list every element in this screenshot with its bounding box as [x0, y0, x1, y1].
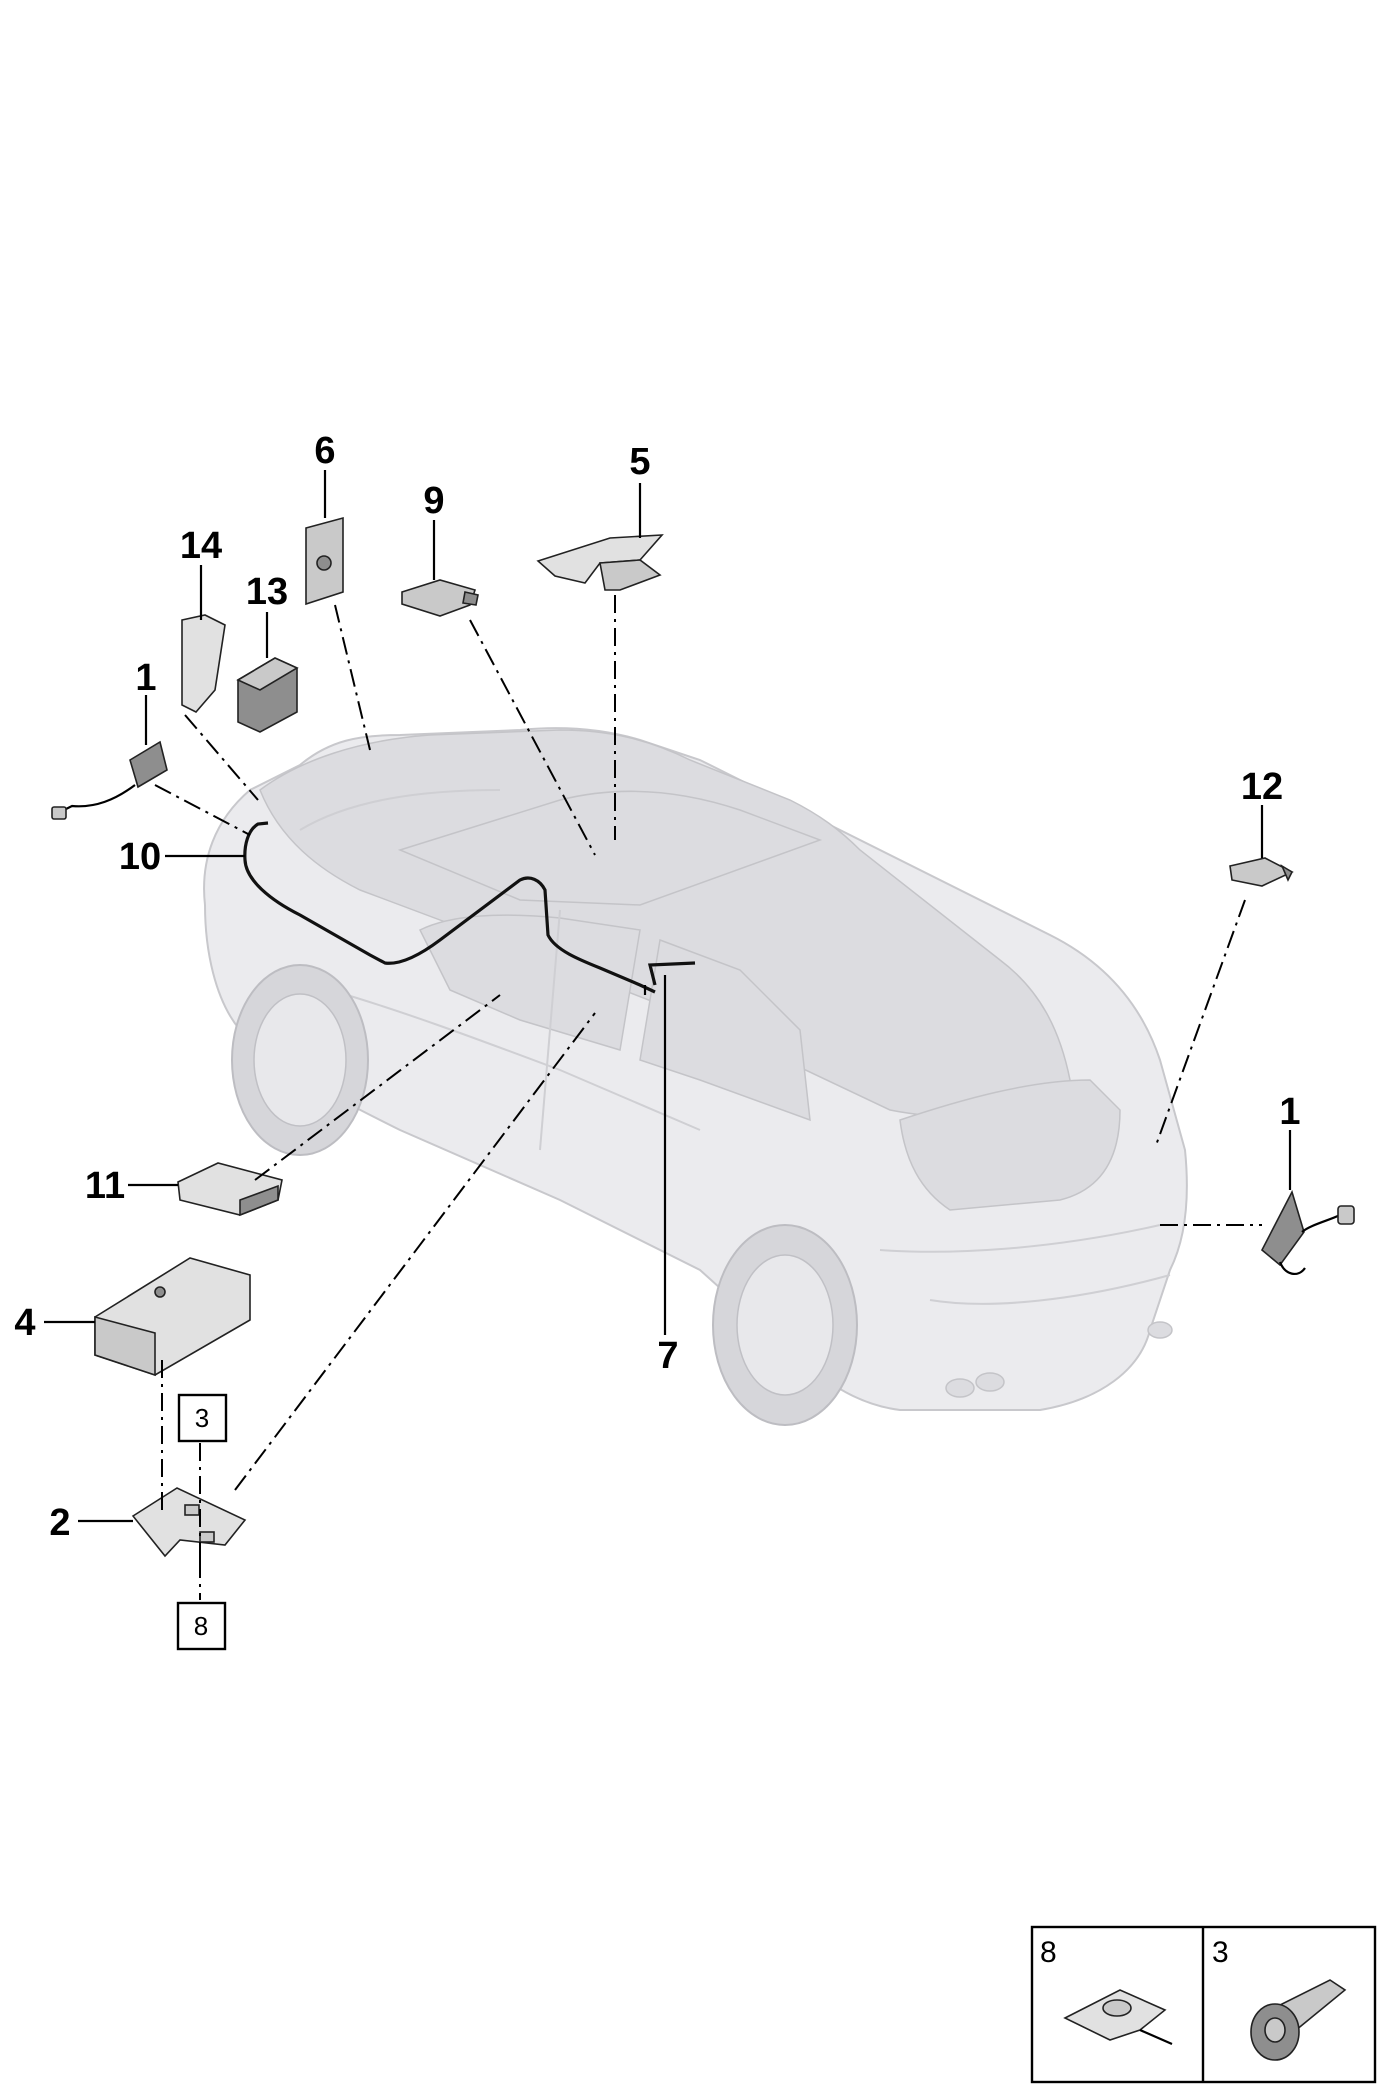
part-11-module	[177, 1162, 283, 1217]
part-14-bracket	[181, 614, 226, 713]
part-9-module	[401, 579, 479, 617]
speed-nut-icon	[1063, 1989, 1173, 2046]
callout-12: 12	[1241, 766, 1283, 808]
ref-box-8: 8	[176, 1601, 227, 1651]
svg-text:8: 8	[194, 1611, 208, 1641]
callout-1-rear: 1	[1279, 1091, 1300, 1133]
callout-10: 10	[119, 836, 161, 878]
part-5-bracket	[536, 534, 664, 591]
callout-9: 9	[423, 480, 444, 522]
callout-11: 11	[85, 1165, 125, 1207]
part-6-antenna-plate	[305, 516, 344, 606]
callout-4: 4	[14, 1302, 35, 1344]
callout-2: 2	[49, 1502, 70, 1544]
assembly-paths	[154, 595, 1262, 1600]
callout-5: 5	[629, 441, 650, 483]
callout-7: 7	[657, 1335, 678, 1377]
harness-branch	[647, 961, 696, 986]
callout-1-front: 1	[135, 657, 156, 699]
fastener-legend: 8 3	[1030, 1925, 1377, 2084]
leader-lines	[44, 470, 1292, 1523]
ref-box-3: 3	[177, 1393, 228, 1443]
part-12-sensor	[1229, 857, 1294, 887]
part-13-control-unit	[236, 657, 299, 733]
bolt-icon	[1250, 1979, 1347, 2061]
svg-text:3: 3	[195, 1403, 209, 1433]
vehicle-illustration	[203, 727, 1188, 1426]
part-4-control-unit	[94, 1257, 251, 1377]
part-1-antenna-module	[51, 740, 168, 820]
legend-label-8: 8	[1040, 1936, 1057, 1969]
callout-13: 13	[246, 571, 288, 613]
callout-6: 6	[314, 430, 335, 472]
part-1-rear-antenna-module	[1260, 1189, 1355, 1276]
legend-label-3: 3	[1212, 1936, 1229, 1969]
callout-14: 14	[180, 525, 222, 567]
wiring-harness	[243, 821, 656, 994]
part-2-bracket	[131, 1487, 247, 1558]
